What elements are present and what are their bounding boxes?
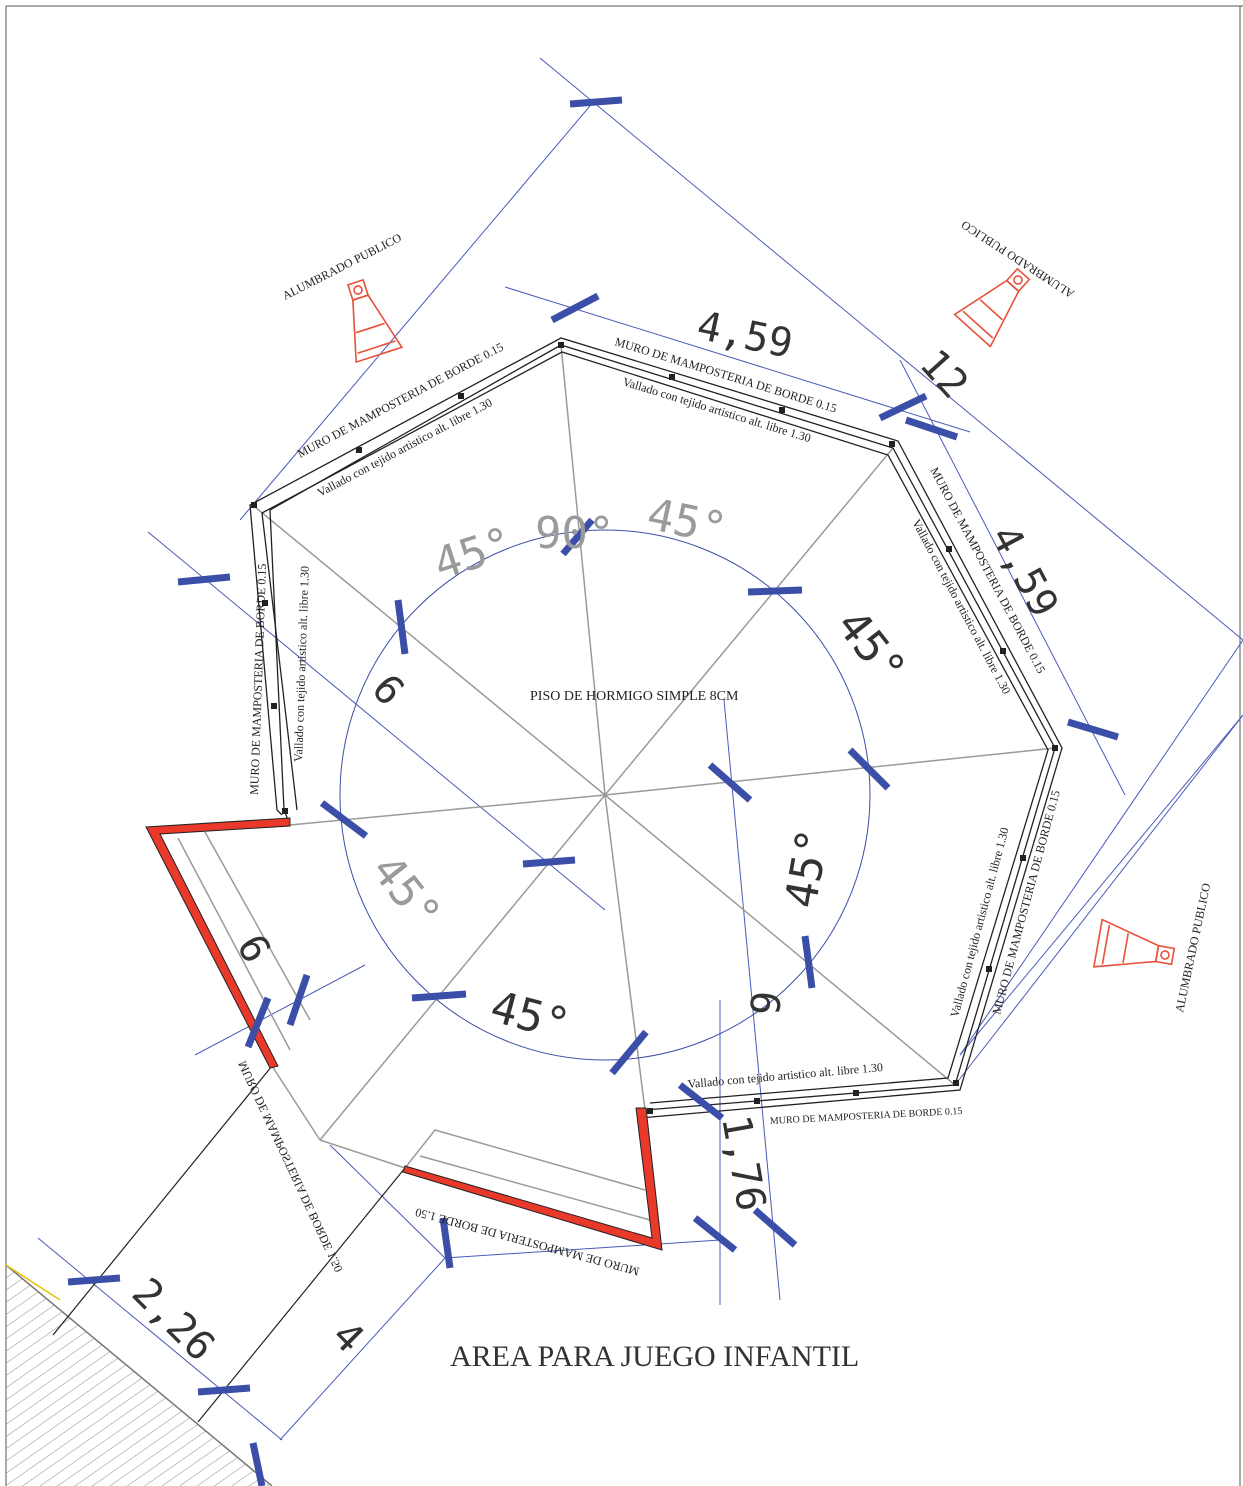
dim-entry-width: 4 bbox=[323, 1313, 373, 1363]
lamp-icon bbox=[1092, 918, 1176, 968]
angle-90: 90° bbox=[535, 508, 614, 559]
lamp-label-3: ALUMBRADO PUBLICO bbox=[1172, 882, 1213, 1014]
dim-gap: 1,76 bbox=[712, 1112, 774, 1215]
wall-label-s: MURO DE MAMPOSTERIA DE BORDE 0.15 bbox=[770, 1106, 963, 1127]
fence-posts bbox=[251, 342, 1058, 1114]
fence-label-w: Vallado con tejido artistico alt. libre … bbox=[291, 566, 312, 762]
angle-45-bottom: 45° bbox=[485, 981, 575, 1051]
entry-path bbox=[52, 1065, 406, 1423]
lamp-icon bbox=[953, 267, 1031, 348]
dim-walk-width: 2,26 bbox=[123, 1270, 224, 1371]
drawing-title: AREA PARA JUEGO INFANTIL bbox=[450, 1340, 859, 1373]
lamp-icons bbox=[346, 267, 1176, 968]
dim-top-side: 4,59 bbox=[693, 303, 797, 368]
fence-label-nw: Vallado con tejido artistico alt. libre … bbox=[315, 395, 495, 499]
angle-labels: 45° 90° 45° 45° 45° 45° 45° bbox=[361, 489, 915, 1051]
red-wall-label-w: MURO DE MAMPOSTERIA DE BORDE 1.50 bbox=[235, 1059, 345, 1275]
octagon-walls bbox=[249, 337, 1063, 1119]
floor-label: PISO DE HORMIGO SIMPLE 8CM bbox=[530, 689, 739, 704]
lamp-label-2: ALUMBRADO PUBLICO bbox=[958, 218, 1076, 302]
site-boundary bbox=[37, 57, 1243, 1441]
dim-radius-lower-left: 6 bbox=[227, 927, 279, 971]
angle-45-lower-right: 45° bbox=[776, 825, 840, 912]
dimension-ticks bbox=[67, 96, 1120, 1486]
lamp-label-1: ALUMBRADO PUBLICO bbox=[280, 230, 404, 302]
sidewalk-edge bbox=[5, 1264, 273, 1486]
dimension-labels: 4,59 4,59 12 6 6 6 4 2,26 1,76 bbox=[123, 303, 1067, 1370]
angle-45-right: 45° bbox=[826, 600, 915, 694]
angle-45-top-right: 45° bbox=[643, 489, 731, 555]
lamp-icon bbox=[346, 278, 404, 364]
dim-radius-right: 6 bbox=[740, 989, 788, 1017]
curb-line bbox=[5, 1264, 61, 1301]
angle-circle bbox=[339, 529, 871, 1061]
red-walls bbox=[145, 817, 663, 1251]
angle-45-top-left: 45° bbox=[428, 517, 519, 590]
